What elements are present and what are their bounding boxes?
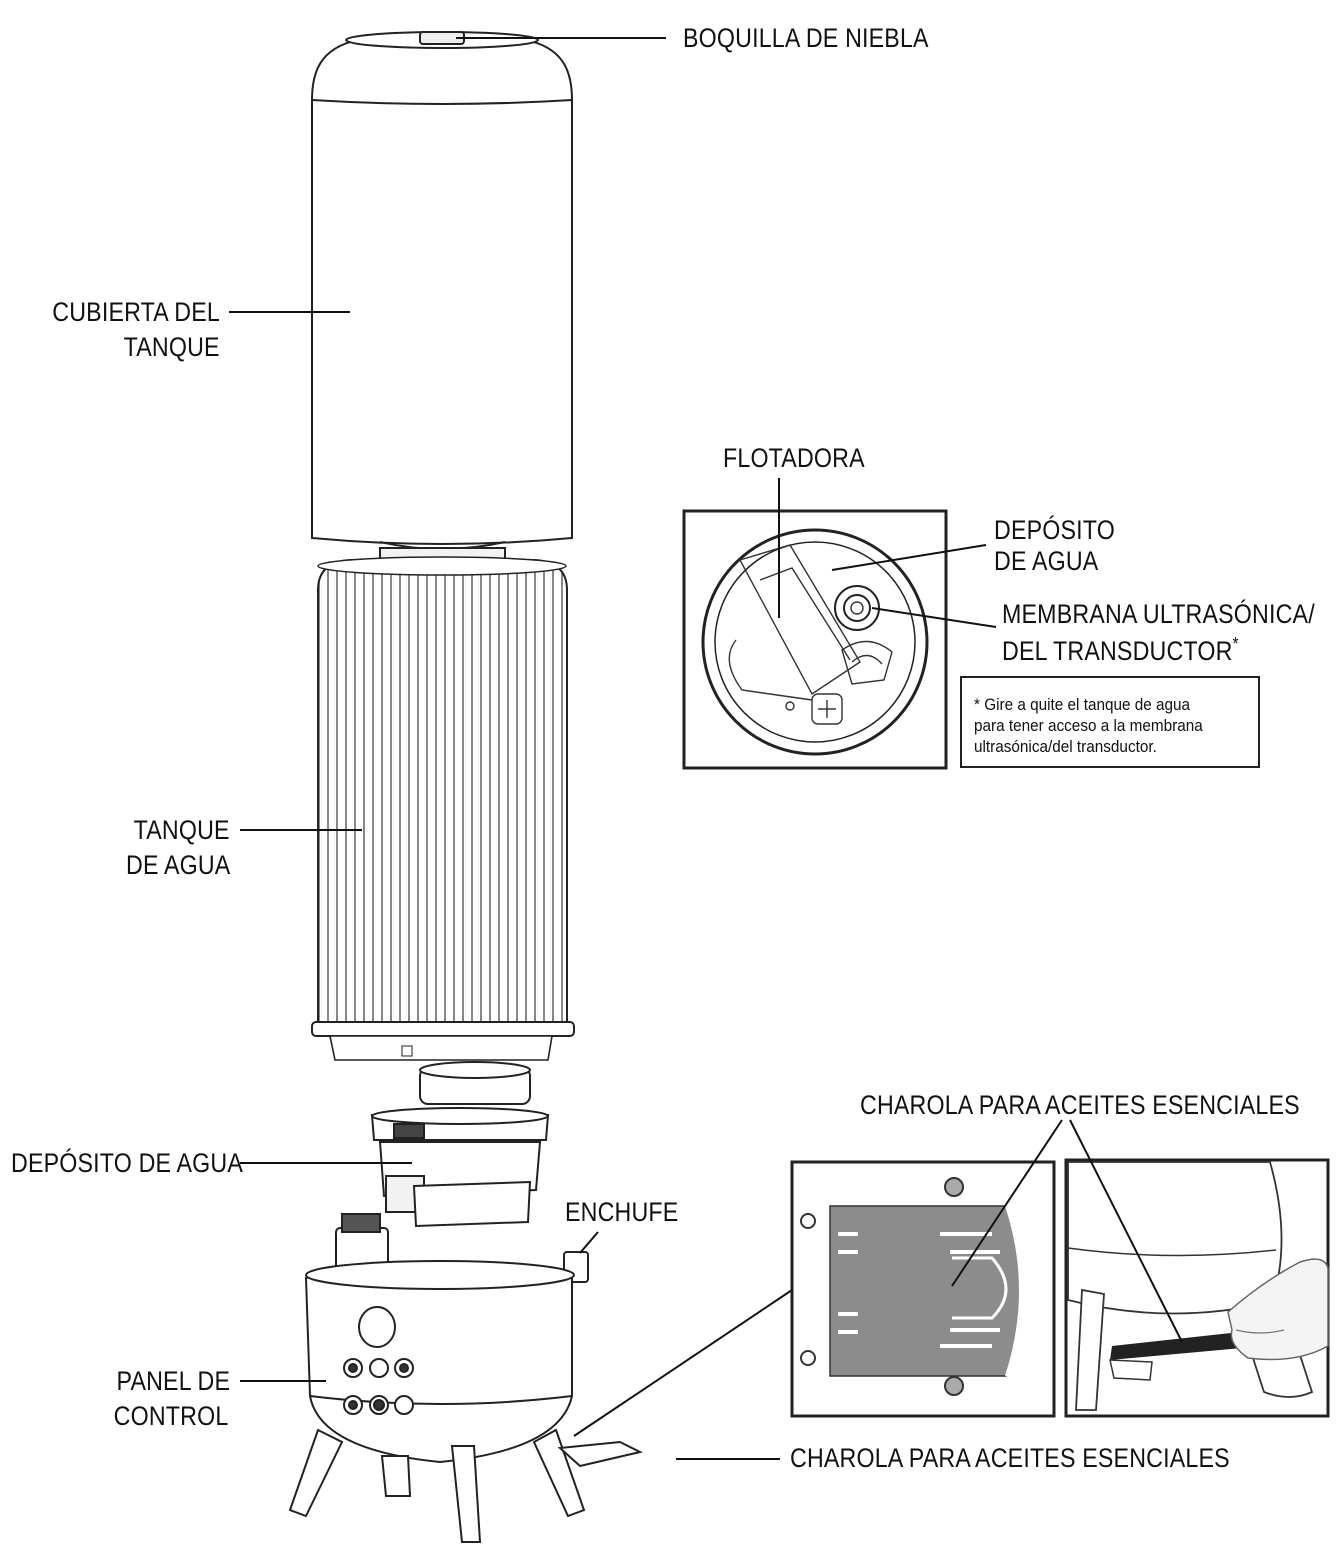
label-mist-nozzle: BOQUILLA DE NIEBLA [683,23,929,53]
note-line-1: * Gire a quite el tanque de agua [974,695,1191,714]
note-line-3: ultrasónica/del transductor. [974,737,1157,756]
access-note-box: * Gire a quite el tanque de agua para te… [960,676,1260,768]
label-tank-cover-line2: TANQUE [123,332,220,362]
label-reservoir-detail-line1: DEPÓSITO [994,515,1115,545]
humidifier-base [288,1213,643,1543]
note-line-2: para tener acceso a la membrana [974,716,1203,735]
oil-tray-inset-2 [1064,1158,1330,1418]
label-oil-tray-bottom: CHAROLA PARA ACEITES ESENCIALES [790,1443,1230,1473]
water-tank [311,547,575,1061]
label-membrane-line2: DEL TRANSDUCTOR* [1002,627,1239,668]
label-water-tank-line2: DE AGUA [125,850,230,880]
tank-cover [311,31,573,550]
label-control-panel-line2: CONTROL [113,1401,228,1431]
oil-tray-inset-1 [790,1160,1056,1418]
water-reservoir [370,1061,550,1228]
label-water-reservoir: DEPÓSITO DE AGUA [11,1148,244,1178]
label-tank-cover-line1: CUBIERTA DEL [52,297,220,327]
label-float: FLOTADORA [723,443,865,473]
label-reservoir-detail-line2: DE AGUA [994,546,1099,576]
asterisk-mark: * [1232,634,1239,654]
label-water-tank-line1: TANQUE [133,815,230,845]
reservoir-detail-inset [682,509,948,770]
label-plug: ENCHUFE [565,1197,679,1227]
label-membrane-line1: MEMBRANA ULTRASÓNICA/ [1002,599,1315,629]
label-oil-tray-top: CHAROLA PARA ACEITES ESENCIALES [860,1090,1300,1120]
leader-lines [229,37,1183,1460]
label-control-panel-line1: PANEL DE [116,1366,230,1396]
label-membrane-line2-text: DEL TRANSDUCTOR [1002,636,1233,666]
